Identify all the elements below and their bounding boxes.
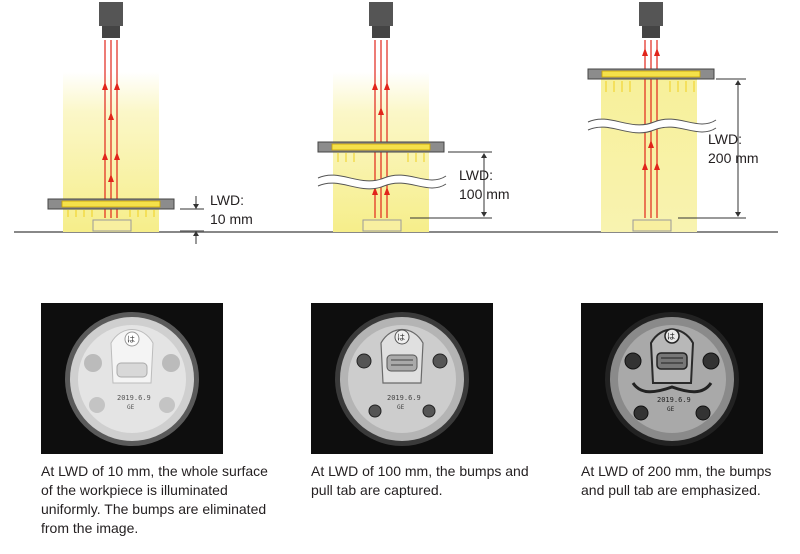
workpiece-photo-lwd-100: 2019.6.9 GE は (311, 303, 493, 454)
light-glow (601, 78, 697, 232)
photo-top-char: は (397, 333, 405, 342)
workpiece-icon (92, 219, 132, 232)
photo-date: 2019.6.9 (657, 396, 691, 404)
caption-lwd-10: At LWD of 10 mm, the whole surface of th… (41, 463, 268, 536)
photo-code: GE (127, 404, 135, 411)
ring-light-icon (317, 141, 445, 153)
photo-code: GE (667, 406, 675, 413)
photo-top-char: は (667, 332, 675, 341)
camera-icon (639, 2, 663, 38)
lighting-diagram: LWD: 10 mm (14, 2, 778, 244)
break-wave-icon (587, 118, 717, 134)
ring-light-icon (47, 198, 175, 210)
workpiece-icon (632, 219, 672, 232)
photo-date: 2019.6.9 (387, 394, 421, 402)
lwd-value: 10 mm (210, 211, 253, 227)
camera-icon (369, 2, 393, 38)
dimension-arrow-icon (180, 196, 204, 244)
photo-date: 2019.6.9 (117, 394, 151, 402)
photo-top-char: は (127, 335, 135, 344)
lwd-label: LWD: (459, 167, 493, 183)
lwd-label: LWD: (708, 131, 742, 147)
caption-lwd-100: At LWD of 100 mm, the bumps and pull tab… (311, 463, 529, 498)
lwd-label: LWD: (210, 192, 244, 208)
lwd-value: 200 mm (708, 150, 759, 166)
dimension-arrow-icon (678, 78, 746, 219)
setup-lwd-100: LWD: 100 mm (317, 2, 510, 232)
ring-light-icon (587, 68, 715, 80)
caption-lwd-200: At LWD of 200 mm, the bumps and pull tab… (581, 463, 772, 498)
setup-lwd-10: LWD: 10 mm (47, 2, 253, 244)
setup-lwd-200: LWD: 200 mm (587, 2, 759, 232)
workpiece-icon (362, 219, 402, 232)
light-rays (104, 40, 118, 218)
dimension-arrow-icon (410, 151, 492, 219)
photo-code: GE (397, 404, 405, 411)
workpiece-photo-lwd-10: 2019.6.9 GE は (41, 303, 223, 454)
break-wave-icon (317, 174, 447, 190)
camera-icon (99, 2, 123, 38)
lwd-value: 100 mm (459, 186, 510, 202)
workpiece-photo-lwd-200: 2019.6.9 GE は (581, 303, 763, 454)
